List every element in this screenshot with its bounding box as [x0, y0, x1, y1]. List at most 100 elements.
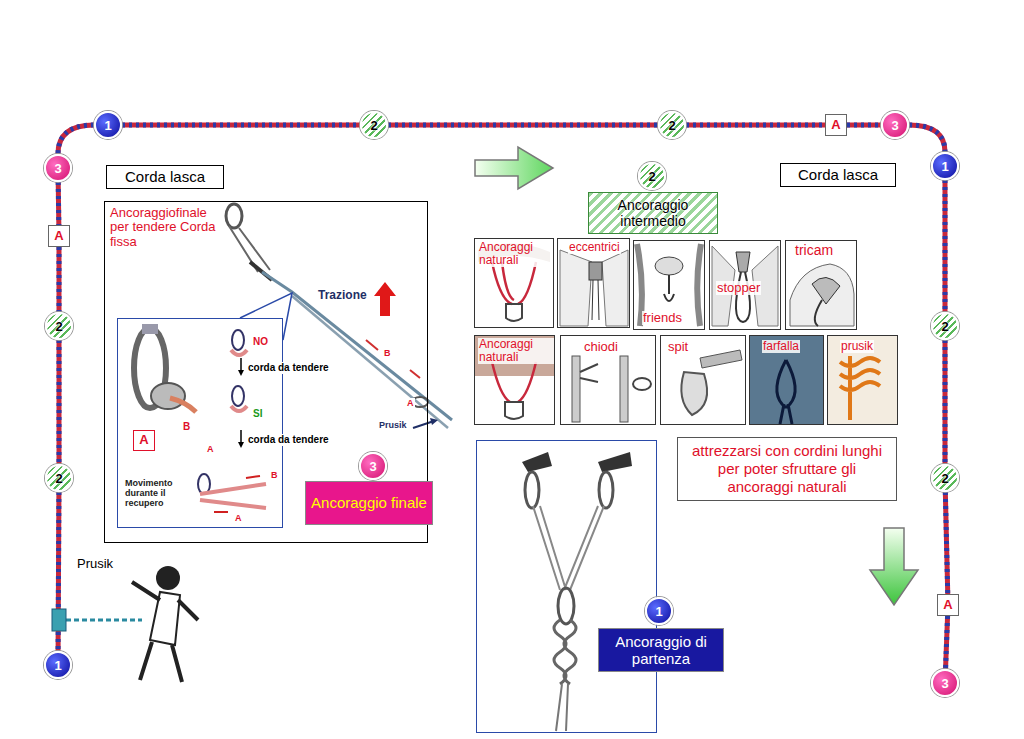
callout-label: corda da tendere — [247, 434, 330, 446]
drawing-part — [602, 250, 628, 326]
drawing-part — [477, 441, 657, 733]
label-box: Ancoraggio intermedio — [588, 192, 718, 234]
drawing-part — [232, 386, 244, 406]
drawing-part — [506, 304, 522, 321]
drawing-part — [736, 252, 750, 272]
drawing-part — [238, 442, 244, 448]
drawing-part — [226, 204, 242, 228]
drawing-part — [413, 421, 434, 428]
drawing-part — [700, 350, 742, 368]
drawing-part — [572, 356, 580, 422]
rope-connector — [59, 247, 60, 312]
rope-connector — [945, 180, 946, 312]
anchor-tile: farfalla — [749, 335, 824, 425]
callout-number: 2 — [648, 169, 655, 184]
node-text: friends — [642, 311, 683, 325]
rope-connector — [58, 125, 94, 154]
node-text: tricam — [794, 243, 834, 258]
anchor-drawing — [226, 204, 452, 428]
rope-connector — [686, 125, 825, 126]
drawing-part — [366, 340, 420, 378]
callout-number: 2 — [941, 471, 948, 486]
drawing-part — [170, 398, 196, 412]
drawing-part — [556, 684, 568, 731]
drawing-part — [522, 452, 552, 472]
callout-circle: 2 — [931, 464, 959, 492]
node-text: Ancoraggio finale — [311, 494, 427, 511]
label-box: A — [825, 114, 847, 136]
drawing-part — [214, 476, 260, 512]
drawing-part — [736, 272, 750, 322]
drawing-part — [815, 300, 822, 326]
callout-label: B — [182, 421, 191, 433]
callout-number: 3 — [891, 118, 898, 133]
callout-circle: 3 — [359, 452, 387, 480]
callout-number: 2 — [941, 319, 948, 334]
callout-label: corda da tendere — [247, 362, 330, 374]
drawing-part — [633, 378, 651, 390]
node-text: Ancoraggio intermedio — [594, 197, 712, 229]
callout-number: 3 — [941, 676, 948, 691]
anchor-tiles — [475, 243, 897, 424]
drawing-part — [200, 484, 266, 508]
drawing-part — [664, 275, 674, 301]
callout-label: A — [234, 513, 243, 523]
node-text: Ancoraggio di partenza — [604, 633, 718, 668]
flow-arrow — [870, 528, 918, 605]
drawing-part — [637, 244, 701, 326]
label-box: Corda lasca — [780, 163, 896, 187]
callout-label: B — [270, 470, 279, 480]
drawing-part — [238, 370, 244, 376]
rope-connector — [388, 125, 658, 126]
label-box: Ancoraggio finale — [305, 481, 433, 525]
node-text: Ancoraggiofinale per tendere Corda fissa — [109, 206, 223, 249]
drawing-part — [505, 402, 523, 419]
node-text: Corda lasca — [125, 168, 205, 185]
callout-label: A — [406, 398, 415, 408]
node-text: A — [943, 598, 952, 613]
drawing-part — [592, 280, 599, 320]
callout-label: Prusik — [76, 557, 114, 572]
node-text: spit — [667, 340, 689, 354]
anchor-tile: tricam — [785, 240, 857, 330]
node-text: attrezzarsi con cordini lunghi per poter… — [683, 442, 891, 496]
panel-box: Movimento durante il recuperoA — [117, 318, 283, 528]
drawing-part — [492, 262, 536, 304]
anchor-tile: prusik — [827, 335, 898, 425]
drawing-part — [870, 528, 918, 605]
drawing-part — [655, 257, 683, 275]
drawing-part — [156, 566, 180, 590]
rope-connector — [946, 616, 948, 669]
drawing-part — [554, 620, 576, 684]
drawing-part — [151, 383, 185, 409]
drawing-part — [681, 372, 707, 415]
node-text: eccentrici — [568, 241, 621, 254]
drawing-part — [558, 588, 574, 624]
node-text: A — [54, 229, 63, 244]
callout-circle: 2 — [45, 312, 73, 340]
drawing-part — [229, 226, 270, 272]
callout-number: 2 — [55, 319, 62, 334]
callout-circle: 2 — [45, 464, 73, 492]
node-text: A — [139, 433, 148, 448]
anchor-tile: friends — [633, 240, 705, 330]
callout-circle: 2 — [638, 162, 666, 190]
drawing-part — [231, 406, 247, 411]
drawing-part — [232, 330, 244, 350]
callout-number: 2 — [370, 118, 377, 133]
callout-circle: 2 — [360, 111, 388, 139]
callout-circle: 3 — [931, 669, 959, 697]
anchor-tile: spit — [660, 335, 746, 425]
label-box: Corda lasca — [106, 165, 224, 189]
node-text: Corda lasca — [798, 166, 878, 183]
callout-number: 3 — [54, 161, 61, 176]
callout-circle: 2 — [658, 111, 686, 139]
drawing-part — [525, 472, 539, 508]
callout-circle: 1 — [94, 111, 122, 139]
drawing-part — [533, 506, 604, 590]
drawing-part — [580, 364, 598, 382]
callout-label: Prusik — [378, 420, 408, 430]
drawing-part — [560, 250, 592, 326]
drawing-part — [475, 147, 553, 189]
node-text: Movimento durante il recupero — [124, 479, 196, 509]
